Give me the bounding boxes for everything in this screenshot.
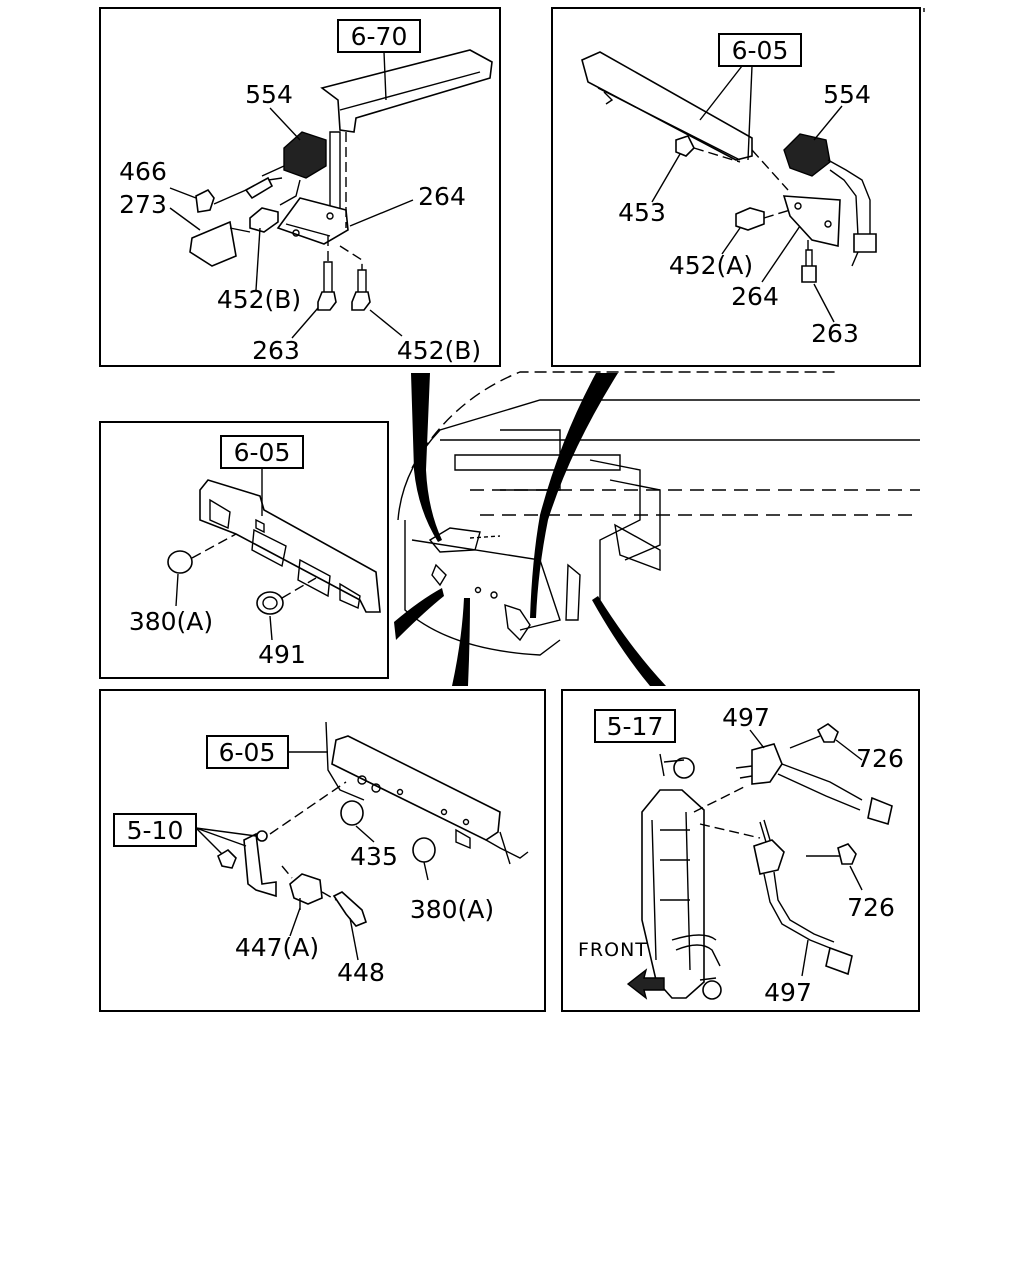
panel-top-right [551, 7, 925, 367]
part-label-264: 264 [418, 182, 466, 211]
panel-bottom-left [99, 689, 546, 1012]
front-direction-label: FRONT [578, 939, 648, 961]
ref-label-5-10: 5-10 [127, 816, 184, 845]
part-label-453: 453 [618, 198, 666, 227]
part-label-435: 435 [350, 842, 398, 871]
ref-box-6-05-top-right[interactable]: 6-05 [718, 33, 802, 67]
part-label-466: 466 [119, 157, 167, 186]
ref-label-6-05: 6-05 [219, 738, 276, 767]
part-label-263: 263 [811, 319, 859, 348]
part-label-491: 491 [258, 640, 306, 669]
ref-box-6-05-bottom-left[interactable]: 6-05 [206, 735, 289, 769]
part-label-554: 554 [823, 80, 871, 109]
part-label-452-b: 452(B) [217, 285, 301, 314]
panel-bottom-right [561, 689, 920, 1012]
part-label-497: 497 [722, 703, 770, 732]
panel-top-left [99, 7, 501, 367]
part-label-263: 263 [252, 336, 300, 365]
part-label-452-b: 452(B) [397, 336, 481, 365]
part-label-497: 497 [764, 978, 812, 1007]
ref-label-6-05: 6-05 [234, 438, 291, 467]
ref-label-6-05: 6-05 [732, 36, 789, 65]
part-label-380-a: 380(A) [129, 607, 213, 636]
callout-wedges [394, 373, 666, 686]
part-label-452-a: 452(A) [669, 251, 753, 280]
ref-label-5-17: 5-17 [607, 712, 664, 741]
ref-box-6-70[interactable]: 6-70 [337, 19, 421, 53]
part-label-726: 726 [847, 893, 895, 922]
ref-box-6-05-middle-left[interactable]: 6-05 [220, 435, 304, 469]
part-label-554: 554 [245, 80, 293, 109]
part-label-447-a: 447(A) [235, 933, 319, 962]
part-label-264: 264 [731, 282, 779, 311]
part-label-448: 448 [337, 958, 385, 987]
vehicle-cab-outline [397, 371, 920, 656]
part-label-726: 726 [856, 744, 904, 773]
part-label-380-a: 380(A) [410, 895, 494, 924]
part-label-273: 273 [119, 190, 167, 219]
ref-box-5-17[interactable]: 5-17 [594, 709, 676, 743]
ref-label-6-70: 6-70 [351, 22, 408, 51]
ref-box-5-10[interactable]: 5-10 [113, 813, 197, 847]
